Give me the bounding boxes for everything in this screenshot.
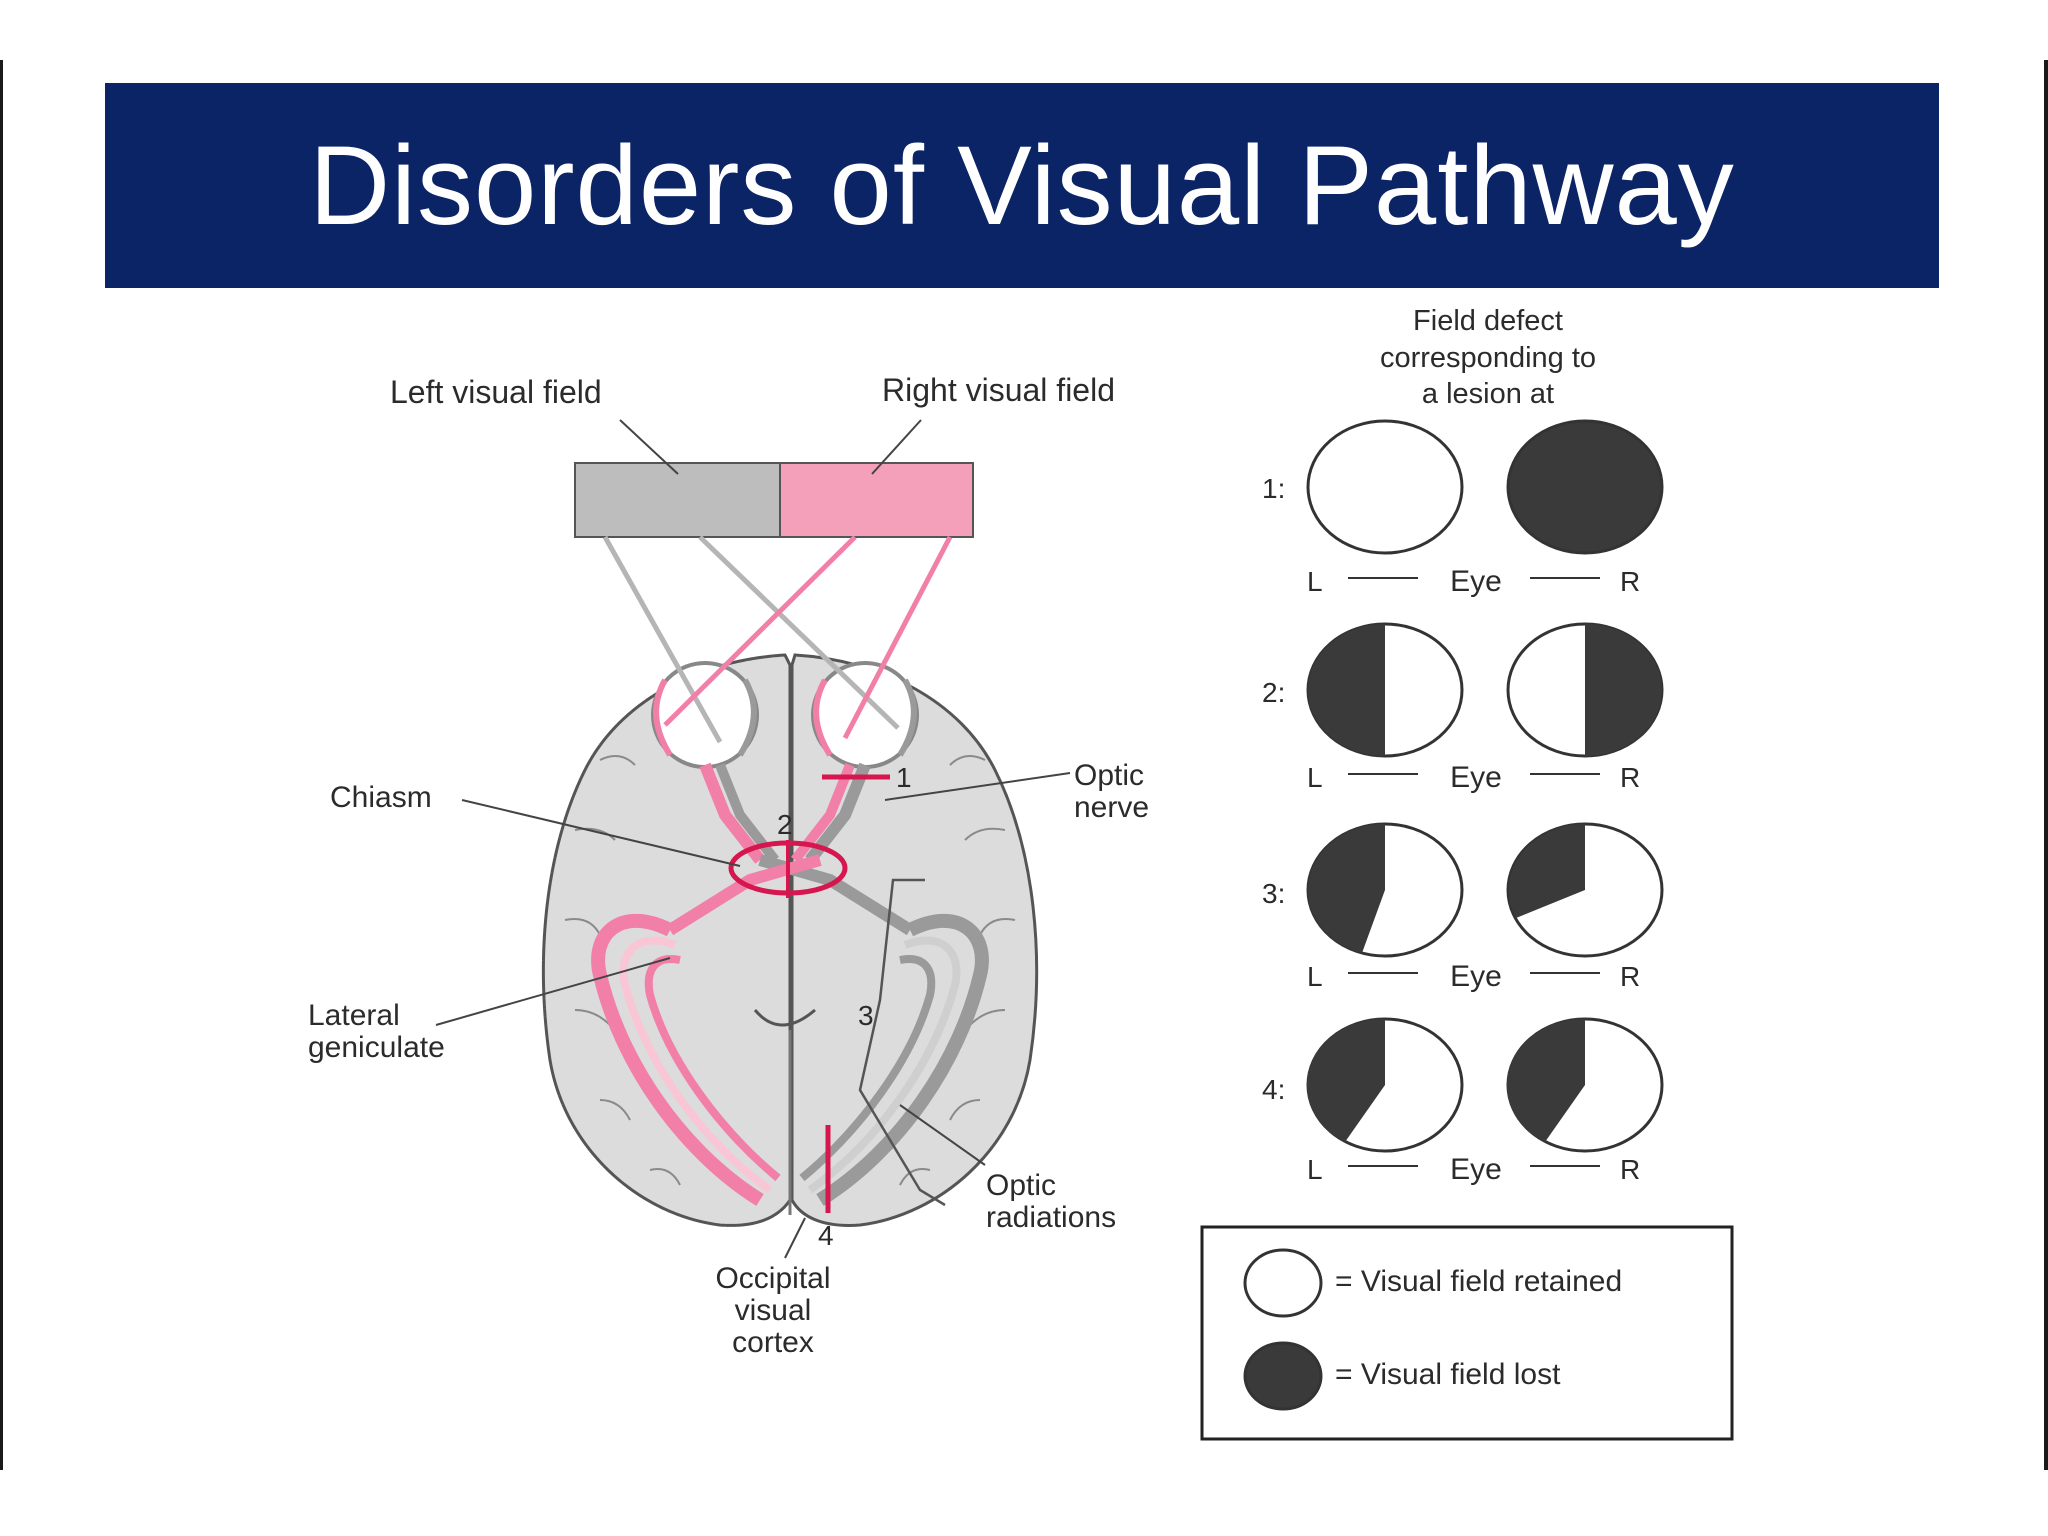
field-defect-heading-line1: Field defect xyxy=(1413,305,1563,337)
occipital-cortex-label-line2: visual xyxy=(735,1294,812,1327)
field-defect-heading-line2: corresponding to xyxy=(1380,342,1596,374)
right-retina-nasal xyxy=(897,678,917,757)
right-optic-nerve-gray xyxy=(805,762,871,864)
right-retina-temporal xyxy=(813,678,833,757)
lesion-2-number: 2 xyxy=(777,809,793,840)
row-2-caption-eye: Eye xyxy=(1450,761,1502,794)
lesion-3-bracket xyxy=(858,878,946,1207)
row-1-label: 1: xyxy=(1262,473,1285,504)
optic-radiations-label-line1: Optic xyxy=(986,1169,1056,1202)
row-2-left-eye-lost-half xyxy=(1308,624,1385,756)
chiasm-label: Chiasm xyxy=(330,781,432,814)
occipital-cortex-leader xyxy=(784,1217,806,1259)
left-retina-temporal xyxy=(737,678,757,757)
row-4-right-eye-lost-quadrant xyxy=(1506,1018,1585,1142)
left-optic-radiation-core xyxy=(644,955,781,1182)
left-optic-radiation-inner xyxy=(619,936,773,1194)
row-4-caption-r: R xyxy=(1620,1154,1640,1185)
row-2-label: 2: xyxy=(1262,677,1285,708)
left-visual-field-label: Left visual field xyxy=(390,374,602,410)
right-optic-radiation-outer xyxy=(816,913,989,1206)
lateral-geniculate-label-line1: Lateral xyxy=(308,999,400,1032)
row-1-left-eye-field xyxy=(1306,419,1464,555)
lesion-4-number: 4 xyxy=(818,1220,834,1251)
right-optic-radiation-core xyxy=(799,955,936,1182)
left-optic-tract xyxy=(666,854,822,936)
occipital-cortex-label-line1: Occipital xyxy=(715,1262,830,1295)
row-4-eye-caption: L Eye R xyxy=(1307,1153,1640,1186)
ray-right-field-to-right-eye xyxy=(842,535,953,740)
right-field-leader xyxy=(871,419,922,475)
occipital-cortex-label-line3: cortex xyxy=(732,1326,814,1359)
optic-nerve-label-line1: Optic xyxy=(1074,759,1144,792)
row-1-caption-eye: Eye xyxy=(1450,565,1502,598)
row-2-right-eye-lost-half xyxy=(1585,624,1662,756)
midbrain-outline xyxy=(753,1008,816,1027)
row-3-caption-l: L xyxy=(1307,961,1323,992)
row-1-caption-r: R xyxy=(1620,566,1640,597)
row-2-caption-l: L xyxy=(1307,762,1323,793)
row-1-eye-caption: L Eye R xyxy=(1307,565,1640,598)
optic-radiations-label-line2: radiations xyxy=(986,1201,1116,1234)
row-1-right-eye-field xyxy=(1506,419,1664,555)
right-visual-field-bar xyxy=(779,462,974,538)
row-3-caption-r: R xyxy=(1620,961,1640,992)
field-defect-heading-line3: a lesion at xyxy=(1422,378,1554,410)
lateral-geniculate-leader xyxy=(435,957,671,1026)
lesion-1-number: 1 xyxy=(896,762,912,793)
row-3-eye-caption: L Eye R xyxy=(1307,960,1640,993)
row-2-eye-caption: L Eye R xyxy=(1307,761,1640,794)
row-4-caption-eye: Eye xyxy=(1450,1153,1502,1186)
slide-title: Disorders of Visual Pathway xyxy=(309,123,1735,248)
row-1-caption-l: L xyxy=(1307,566,1323,597)
legend-lost-swatch xyxy=(1243,1341,1323,1411)
chiasm-leader xyxy=(461,799,741,867)
row-4-caption-l: L xyxy=(1307,1154,1323,1185)
ray-left-field-to-left-eye xyxy=(602,535,723,744)
left-optic-nerve-pink xyxy=(699,762,765,864)
legend-retained-label: = Visual field retained xyxy=(1335,1265,1622,1298)
slide-left-edge xyxy=(0,60,3,1470)
optic-nerve-label-line2: nerve xyxy=(1074,791,1149,824)
row-3-label: 3: xyxy=(1262,878,1285,909)
left-gyri xyxy=(564,755,681,1186)
lateral-geniculate-label-line2: geniculate xyxy=(308,1031,445,1064)
title-bar: Disorders of Visual Pathway xyxy=(105,83,1939,288)
right-optic-radiation-inner xyxy=(807,936,961,1194)
legend-lost-label: = Visual field lost xyxy=(1335,1358,1561,1391)
row-4-left-eye-lost-quadrant xyxy=(1306,1018,1385,1142)
row-3-left-eye-lost-quadrant xyxy=(1307,824,1385,953)
legend-retained-swatch xyxy=(1243,1248,1323,1318)
row-2-caption-r: R xyxy=(1620,762,1640,793)
row-3-caption-eye: Eye xyxy=(1450,960,1502,993)
slide-right-edge xyxy=(2044,60,2048,1470)
row-4-label: 4: xyxy=(1262,1074,1285,1105)
ray-right-field-to-left-eye xyxy=(663,535,857,727)
left-field-leader xyxy=(619,419,679,475)
left-retina-nasal xyxy=(653,678,673,757)
right-gyri xyxy=(899,755,1016,1186)
optic-nerve-leader xyxy=(884,772,1071,801)
row-3-right-eye-lost-quadrant xyxy=(1508,824,1585,918)
left-optic-radiation-outer xyxy=(591,913,764,1206)
optic-radiations-leader xyxy=(899,1104,986,1166)
right-visual-field-label: Right visual field xyxy=(882,372,1115,408)
lesion-3-number: 3 xyxy=(858,1000,874,1031)
